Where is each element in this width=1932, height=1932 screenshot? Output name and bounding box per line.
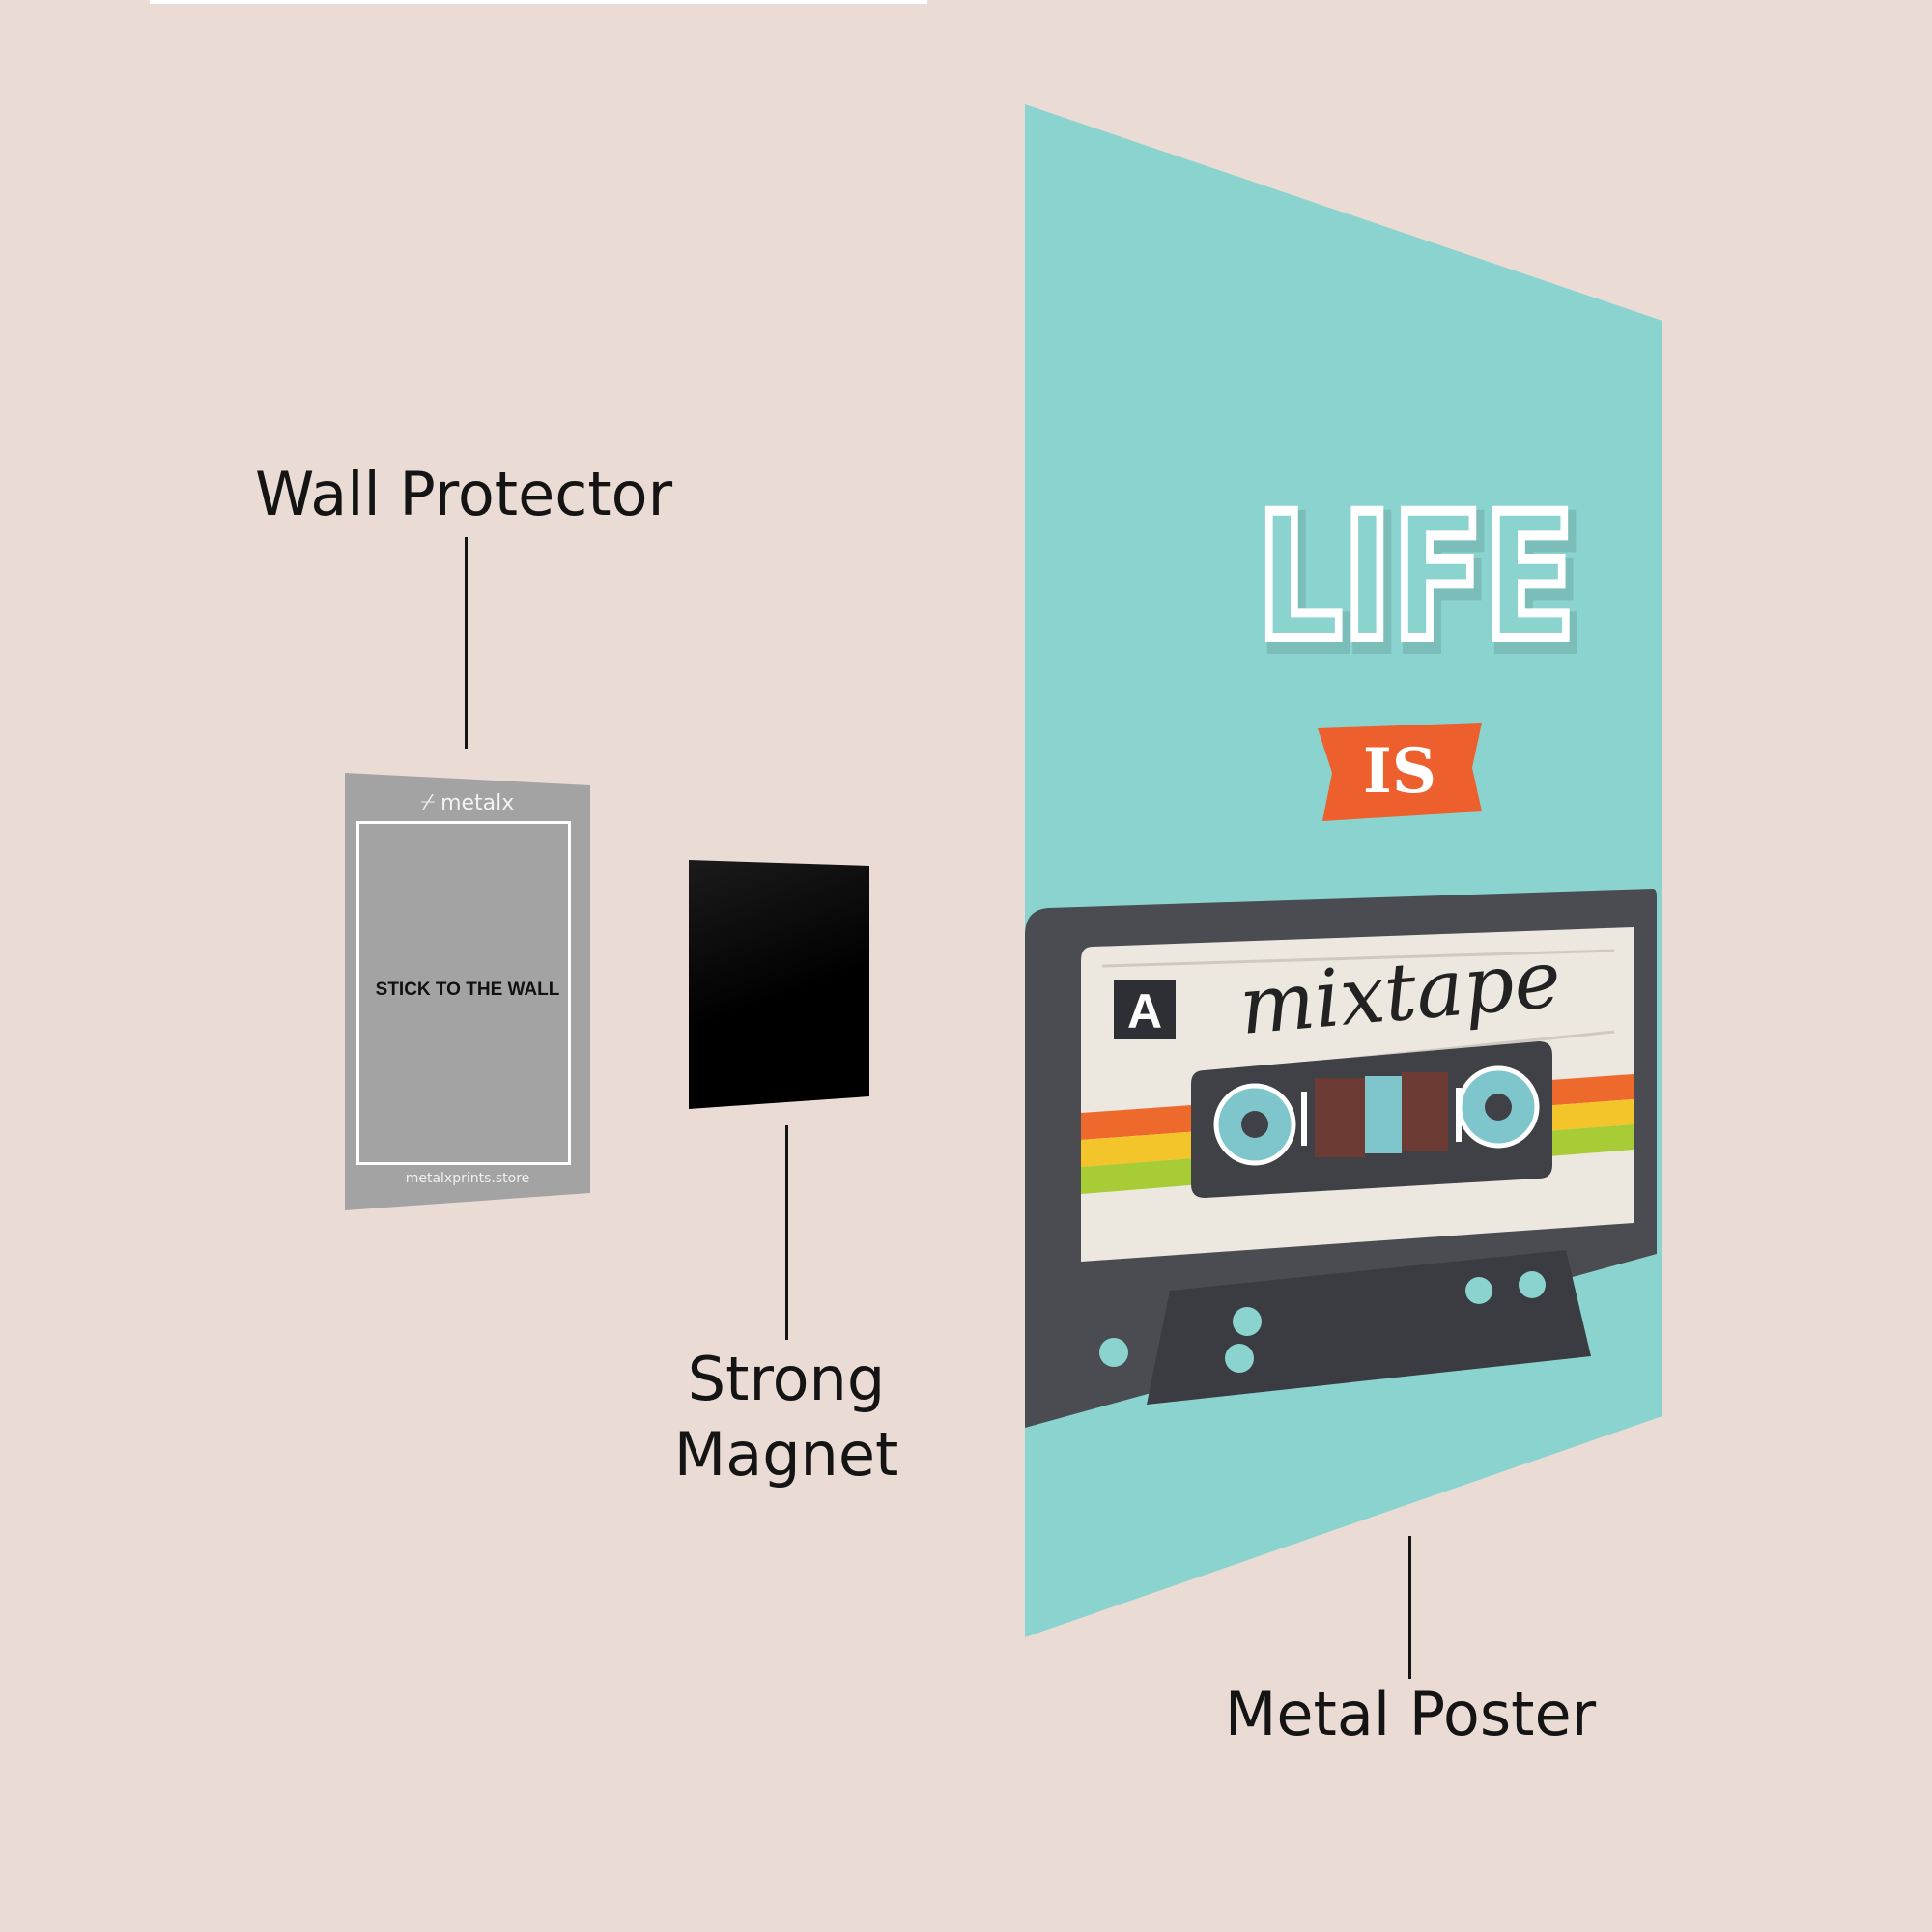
metal-poster: LIFE LIFE IS A mixtape: [1025, 104, 1662, 1637]
protector-brand-text: metalx: [440, 791, 515, 815]
metal-poster-artwork: LIFE LIFE IS A mixtape: [1025, 104, 1662, 1637]
wall-protector-leader-line: [465, 537, 468, 749]
protector-website: metalxprints.store: [405, 1171, 530, 1186]
cassette-hole: [1099, 1338, 1128, 1367]
poster-ribbon: [1318, 723, 1482, 821]
top-edge-strip: [150, 0, 927, 4]
wall-protector-sheet: ⌿metalx STICK TO THE WALL metalxprints.s…: [345, 773, 590, 1210]
strong-magnet-plate: [689, 860, 869, 1109]
metal-poster-label: Metal Poster: [1224, 1679, 1597, 1749]
poster-headline-shadow: LIFE: [1262, 485, 1580, 687]
protector-inner-frame: [356, 821, 571, 1165]
poster-ribbon-text: IS: [1363, 735, 1436, 808]
cassette-hole: [1225, 1344, 1254, 1373]
poster-panel: [1025, 104, 1662, 1637]
cassette-tape-window: [1365, 1076, 1402, 1153]
cassette-tape-left: [1315, 1078, 1365, 1157]
protector-brand: ⌿metalx: [345, 788, 590, 815]
strong-magnet-leader-line: [785, 1125, 788, 1340]
cassette-hole: [1519, 1271, 1546, 1298]
metal-poster-leader-line: [1408, 1536, 1411, 1679]
metalx-logo-icon: ⌿: [420, 788, 436, 815]
cassette-tape-right: [1402, 1072, 1448, 1151]
protector-instruction: STICK TO THE WALL: [375, 980, 560, 1000]
strong-magnet-label-line2: Magnet: [673, 1419, 899, 1490]
cassette-hole: [1465, 1277, 1492, 1304]
cassette-side-badge: [1114, 980, 1176, 1039]
cassette-side-text: A: [1127, 984, 1162, 1038]
strong-magnet-label-line1: Strong: [687, 1344, 886, 1414]
poster-headline: LIFE: [1257, 477, 1576, 679]
cassette-hole: [1233, 1307, 1262, 1336]
wall-protector-label: Wall Protector: [254, 459, 673, 529]
